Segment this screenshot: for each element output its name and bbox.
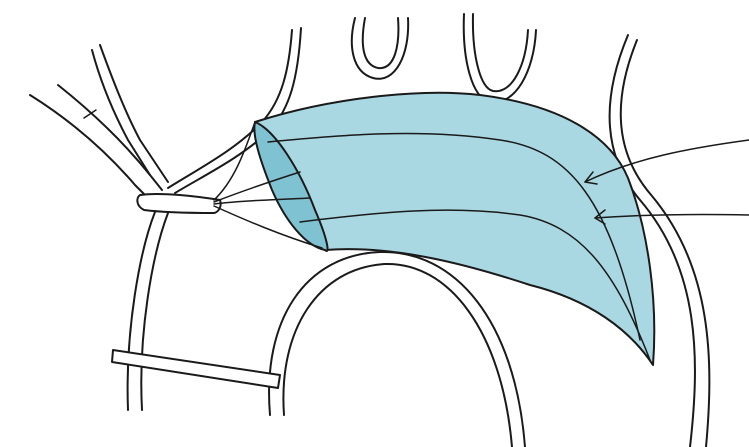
vessel-clamp bbox=[137, 194, 220, 213]
main-arch-outer bbox=[269, 252, 525, 447]
lower-band bbox=[112, 350, 280, 388]
implant-tube bbox=[254, 93, 654, 365]
top-loop-left bbox=[352, 18, 408, 79]
top-loop-right bbox=[464, 14, 536, 102]
left-upper-vessels bbox=[30, 45, 168, 200]
